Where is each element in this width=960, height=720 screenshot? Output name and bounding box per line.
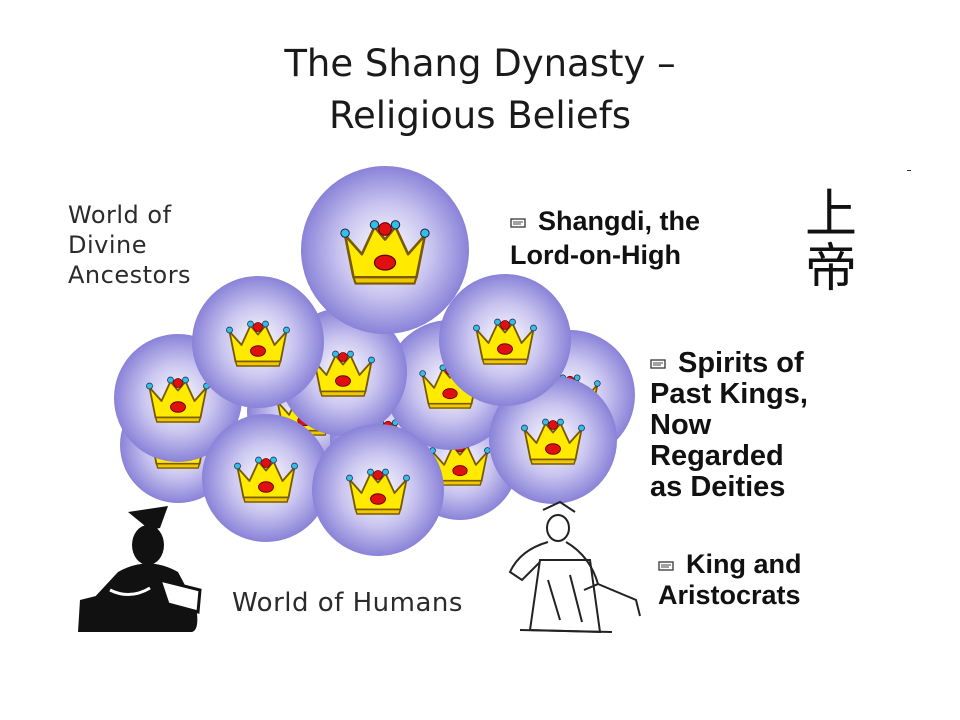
world-divine-line-1: World of	[68, 201, 172, 229]
shangdi-sphere	[301, 166, 469, 334]
bullet-spirits-line-4: Regarded	[650, 440, 784, 472]
bullet-king-line-1: King and	[686, 549, 802, 579]
corner-mark	[907, 170, 911, 171]
bullet-spirits-line-5: as Deities	[650, 471, 786, 503]
scroll-bullet-icon	[658, 561, 674, 571]
hanzi-shang: 上	[804, 185, 857, 245]
bullet-king-line-2: Aristocrats	[658, 580, 801, 610]
sphere-group-front	[192, 274, 571, 556]
shangdi-hanzi: 上 帝	[786, 188, 876, 296]
seated-figure-icon	[78, 506, 202, 632]
bullet-king: King and Aristocrats	[658, 549, 802, 611]
world-divine-label: World of Divine Ancestors	[68, 200, 191, 290]
bullet-shangdi-line-2: Lord-on-High	[510, 240, 681, 270]
bullet-spirits-line-3: Now	[650, 409, 712, 441]
scroll-bullet-icon	[510, 218, 526, 228]
slide-title: The Shang Dynasty – Religious Beliefs	[0, 38, 960, 142]
world-humans-label: World of Humans	[232, 588, 463, 618]
hanzi-di: 帝	[804, 239, 857, 299]
bullet-spirits: Spirits of Past Kings, Now Regarded as D…	[650, 348, 808, 503]
world-divine-line-2: Divine	[68, 231, 147, 259]
scroll-bullet-icon	[650, 359, 666, 370]
title-line-2: Religious Beliefs	[328, 94, 632, 137]
bullet-shangdi-line-1: Shangdi, the	[538, 206, 700, 236]
bullet-spirits-line-2: Past Kings,	[650, 378, 808, 410]
title-line-1: The Shang Dynasty –	[284, 42, 676, 85]
standing-figure-icon	[508, 500, 641, 634]
bullet-spirits-line-1: Spirits of	[678, 347, 804, 379]
world-divine-line-3: Ancestors	[68, 261, 192, 289]
bullet-shangdi: Shangdi, the Lord-on-High	[510, 204, 700, 272]
